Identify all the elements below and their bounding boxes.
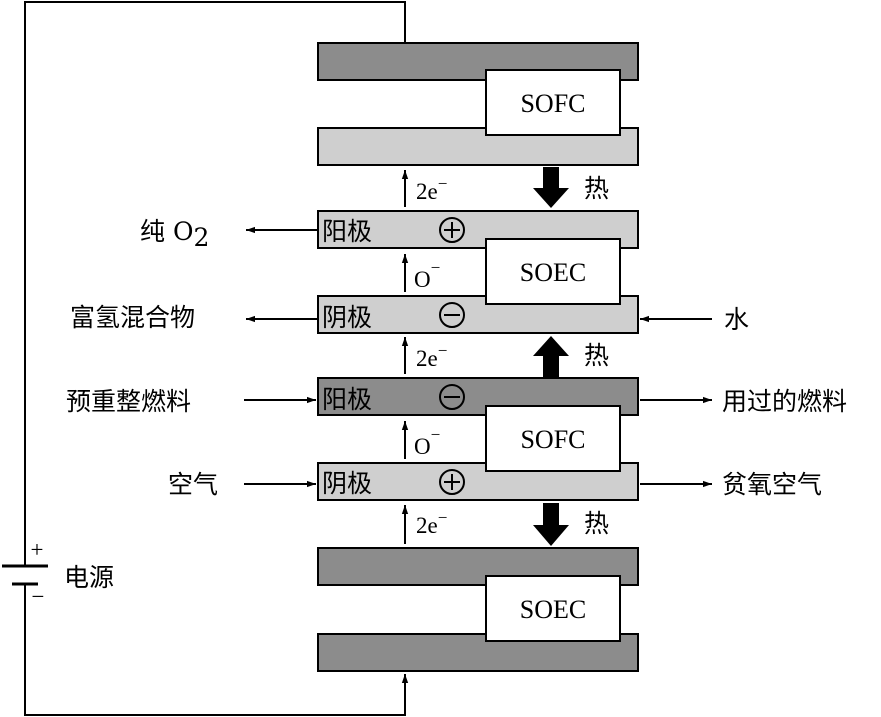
external-circuit [24,1,406,716]
battery-plus-sign: + [31,537,44,562]
soec-cathode-label: 阴极 [322,303,372,332]
depleted-air-label: 贫氧空气 [722,470,822,499]
power-supply: + − 电源 [2,537,114,609]
prereformed-fuel-label: 预重整燃料 [66,387,191,416]
unit-box-bottom-soec [485,575,621,642]
unit-box-top-sofc [485,69,621,136]
oxygen-ion-label: O− [414,425,440,459]
heat-label: 热 [584,174,609,203]
unit-label-middle-sofc: SOFC [520,425,585,454]
unit-label-bottom-soec: SOEC [520,595,586,624]
heat-up-arrow-icon [533,336,569,378]
air-label: 空气 [168,470,218,499]
plus-circle-icon [439,217,465,243]
unit-box-middle-soec [485,238,621,305]
heat-down-arrow-icon [533,503,569,546]
right-side-flows: 水 用过的燃料 贫氧空气 [640,305,847,499]
unit-label-top-sofc: SOFC [520,89,585,118]
minus-circle-icon [439,384,465,410]
heat-down-arrow-icon [533,167,569,208]
plus-circle-icon [439,469,465,495]
oxygen-ion-flows: O− O− [401,254,440,459]
heat-label: 热 [584,509,609,538]
electron-flows: 2e− 2e− 2e− [401,170,447,544]
unit-box-middle-sofc [485,405,621,472]
heat-flows: 热 热 热 [533,167,609,546]
oxygen-ion-label: O− [414,258,440,292]
heat-label: 热 [584,341,609,370]
battery-minus-sign: − [32,584,45,609]
spent-fuel-label: 用过的燃料 [722,387,847,416]
power-supply-label: 电源 [64,563,114,592]
soec-cathode-layer [317,295,639,334]
unit-label-middle-soec: SOEC [520,258,586,287]
electron-flow-label: 2e− [416,508,447,538]
sofc-anode-label: 阳极 [322,385,372,414]
electron-flow-label: 2e− [416,341,447,371]
sofc-cathode-label: 阴极 [322,469,372,498]
electrode-labels: 阳极 阴极 阳极 阴极 [322,217,372,498]
circuit-wire-top [24,1,406,548]
soec-anode-label: 阳极 [322,217,372,246]
polarity-symbols [439,217,465,495]
minus-circle-icon [439,302,465,328]
unit-boxes: SOFC SOEC SOFC SOEC [485,69,621,642]
hydrogen-mix-label: 富氢混合物 [70,303,195,332]
water-label: 水 [724,305,749,334]
electron-flow-label: 2e− [416,174,447,204]
